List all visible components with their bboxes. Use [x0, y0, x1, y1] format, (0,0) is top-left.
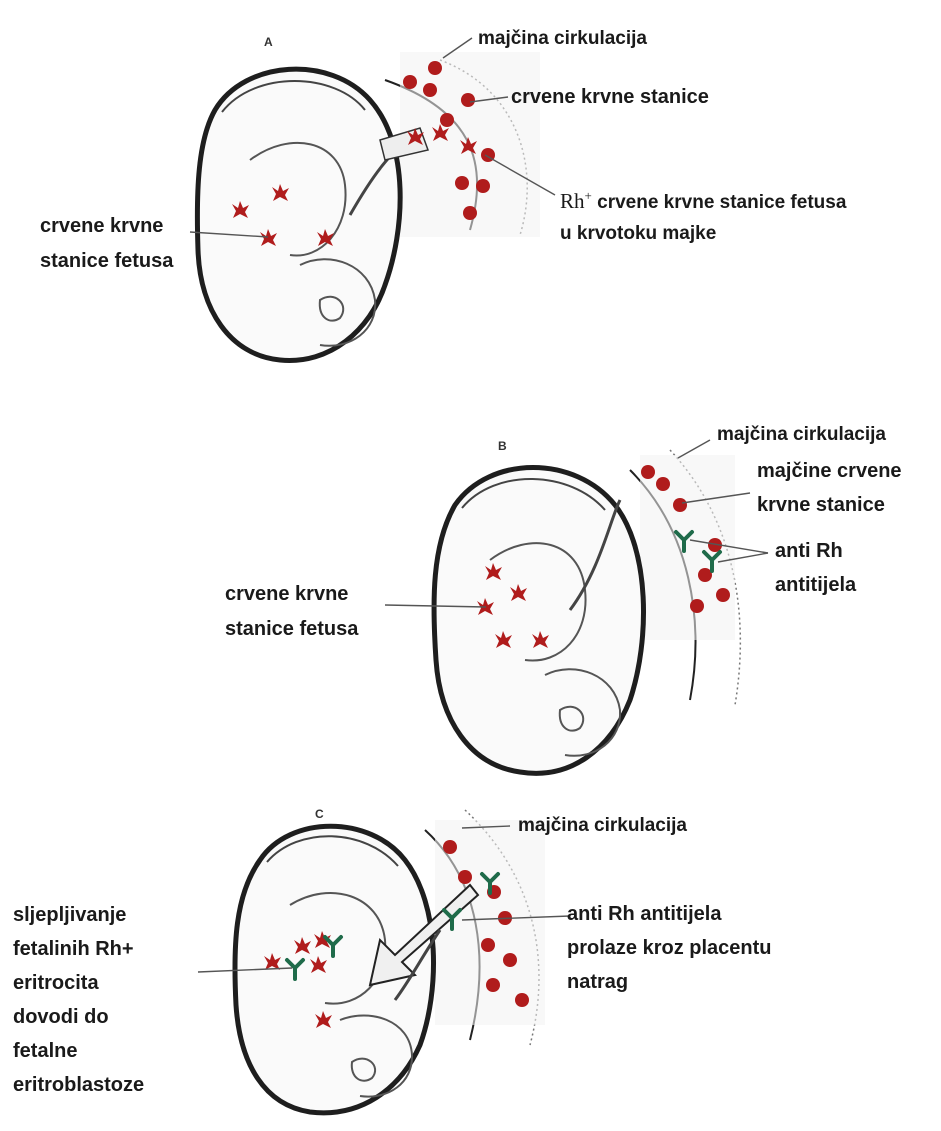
panel-a-fetal-cells-label-line1: crvene krvne [40, 215, 163, 238]
maternal-red-cell [403, 75, 417, 89]
maternal-red-cell [458, 870, 472, 884]
maternal-red-cell [440, 113, 454, 127]
panel-b-fetal-cells-label-line2: stanice fetusa [225, 618, 358, 641]
panel-b-fetal-cells-label-line1: crvene krvne [225, 583, 348, 606]
panel-a-letter: A [264, 36, 273, 50]
panel-a-artwork [197, 52, 540, 360]
maternal-red-cell [673, 498, 687, 512]
panel-c-antibodies-label-line3: natrag [567, 971, 628, 994]
rh-cells-text: crvene krvne stanice fetusa [592, 192, 847, 213]
maternal-red-cell [486, 978, 500, 992]
panel-b-maternal-cells-label-line2: krvne stanice [757, 494, 885, 517]
panel-c-agglutination-line3: eritrocita [13, 972, 99, 995]
panel-a-maternal-circulation-label: majčina cirkulacija [478, 28, 647, 50]
rh-symbol: Rh+ [560, 189, 592, 213]
maternal-red-cell [503, 953, 517, 967]
maternal-red-cell [481, 938, 495, 952]
maternal-red-cell [443, 840, 457, 854]
panel-c-artwork [235, 810, 545, 1113]
maternal-red-cell [690, 599, 704, 613]
panel-c-agglutination-line4: dovodi do [13, 1006, 109, 1029]
panel-b-letter: B [498, 440, 507, 454]
maternal-red-cell [698, 568, 712, 582]
maternal-red-cell [423, 83, 437, 97]
maternal-red-cell [656, 477, 670, 491]
maternal-red-cell [428, 61, 442, 75]
panel-b-maternal-cells-label-line1: majčine crvene [757, 460, 902, 483]
maternal-red-cell [716, 588, 730, 602]
panel-c-maternal-circulation-label: majčina cirkulacija [518, 815, 687, 837]
panel-a-rh-cells-label-line1: Rh+ crvene krvne stanice fetusa [560, 189, 846, 214]
panel-a-fetal-cells-label-line2: stanice fetusa [40, 250, 173, 273]
panel-c-agglutination-line2: fetalinih Rh+ [13, 938, 134, 961]
rh-superscript: + [585, 188, 592, 203]
maternal-red-cell [515, 993, 529, 1007]
panel-c-antibodies-label-line2: prolaze kroz placentu [567, 937, 772, 960]
fetus-sac-outline [197, 69, 400, 360]
panel-a-red-blood-cells-label: crvene krvne stanice [511, 86, 709, 109]
panel-c-antibodies-label-line1: anti Rh antitijela [567, 903, 721, 926]
fetus-sac-outline [434, 468, 644, 774]
maternal-red-cell [455, 176, 469, 190]
panel-a-rh-cells-label-line2: u krvotoku majke [560, 223, 716, 245]
panel-c-agglutination-line5: fetalne [13, 1040, 77, 1063]
maternal-red-cell [461, 93, 475, 107]
maternal-red-cell [476, 179, 490, 193]
rh-prefix: Rh [560, 189, 585, 213]
maternal-red-cell [641, 465, 655, 479]
panel-c-letter: C [315, 808, 324, 822]
maternal-red-cell [463, 206, 477, 220]
panel-c-agglutination-line6: eritroblastoze [13, 1074, 144, 1097]
panel-b-antibodies-label-line1: anti Rh [775, 540, 843, 563]
panel-b-antibodies-label-line2: antitijela [775, 574, 856, 597]
panel-c-agglutination-line1: sljepljivanje [13, 904, 126, 927]
panel-b-maternal-circulation-label: majčina cirkulacija [717, 424, 886, 446]
